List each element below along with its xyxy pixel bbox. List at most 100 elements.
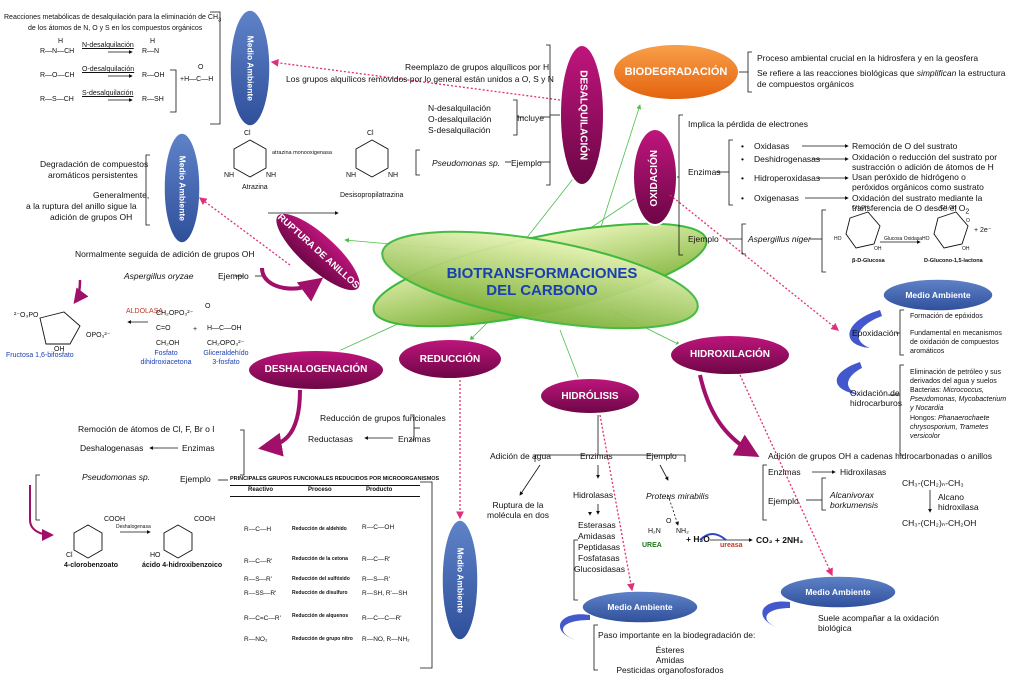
oxid-d4a: Oxidación del sustrato mediante la xyxy=(852,193,983,203)
hidrol-list-2: Peptidasas xyxy=(578,542,621,552)
molecule-shapes xyxy=(39,139,969,559)
hidrox-alc2: hidroxilasa xyxy=(938,502,979,512)
r1-product: R—N xyxy=(142,48,160,55)
hidrol-ruptura1: Ruptura de la xyxy=(492,500,544,510)
urea-products: CO₂ + 2NH₃ xyxy=(756,535,804,545)
table-row-6-reactivo: R—NO₂ xyxy=(244,636,268,643)
ma-hidrox-top[interactable]: Medio Ambiente xyxy=(905,290,971,300)
node-desalquilacion[interactable]: DESALQUILACIÓN xyxy=(577,70,589,161)
node-biodegradacion[interactable]: BIODEGRADACIÓN xyxy=(624,66,728,78)
table-row-3-producto: R—S—R' xyxy=(362,576,390,583)
table-row-5-producto: R—C—C—R' xyxy=(362,615,402,622)
formaldehyde: +H—C—H xyxy=(180,76,214,83)
table-row-2-producto: R—C—R' xyxy=(362,556,391,563)
hb-cooh: COOH xyxy=(194,516,215,523)
hidrol-agua: Adición de agua xyxy=(490,451,551,461)
ma-hidrolisis[interactable]: Medio Ambiente xyxy=(607,602,673,612)
ma-ruptura[interactable]: Medio Ambiente xyxy=(177,155,188,221)
table-row-4-producto: R—SH, R'—SH xyxy=(362,590,408,597)
oxid-enzimas: Enzimas xyxy=(688,167,721,177)
table-row-6-producto: R—NO, R—NH₂ xyxy=(362,636,410,643)
clb-name: 4-clorobenzoato xyxy=(64,562,119,569)
hidrol-list-0: Esterasas xyxy=(578,520,616,530)
node-hidroxilacion[interactable]: HIDROXILACIÓN xyxy=(690,349,770,360)
table-header-producto: Producto xyxy=(366,487,393,493)
hidrox-epox: Epoxidación xyxy=(852,328,899,338)
table-row-3-proceso: Reducción del sulfóxido xyxy=(292,576,350,582)
desiso-ring xyxy=(355,139,389,178)
ureasa-label: ureasa xyxy=(720,542,743,549)
node-oxidacion[interactable]: OXIDACIÓN xyxy=(648,149,660,207)
desalq-title2: de los átomos de N, O y S en los compues… xyxy=(28,25,203,32)
oxid-d4b: transferencia de O desde el O2 xyxy=(852,203,970,216)
ma-ruptura-shape xyxy=(163,132,201,244)
r2-reactant: R—O—CH xyxy=(40,72,75,79)
hidrox-ejemplo: Ejemplo xyxy=(768,496,799,506)
dhap-ch2oh: CH₂OH xyxy=(156,340,180,347)
desalq-ejemplo: Ejemplo xyxy=(511,158,542,168)
hidrox-h6: Hongos: Phanaerochaete xyxy=(910,415,990,422)
table-row-2-reactivo: R—C—R' xyxy=(244,558,273,565)
hidrol-paso: Paso importante en la biodegradación de: xyxy=(598,630,756,640)
ruptura-l5: adición de grupos OH xyxy=(50,212,133,222)
hidrox-oxh2: hidrocarburos xyxy=(850,398,902,408)
r1-label: N-desalquilación xyxy=(82,42,134,49)
urea-h2n: H₂N xyxy=(648,528,661,535)
ruptura-seguida: Normalmente seguida de adición de grupos… xyxy=(75,249,255,259)
hidrox-org1: Alcanivorax xyxy=(830,490,874,500)
hidrol-ejemplo: Ejemplo xyxy=(646,451,677,461)
hidrox-f1: CH₃-(CH₂)ₙ-CH₃ xyxy=(902,478,964,488)
oxid-e4: Oxigenasas xyxy=(754,193,799,203)
ma-reduccion[interactable]: Medio Ambiente xyxy=(455,547,466,613)
oxid-e2: Deshidrogenasas xyxy=(754,154,821,164)
hb-ring xyxy=(163,524,193,559)
desalq-reemplazo: Reemplazo de grupos alquílicos por H xyxy=(405,62,550,72)
fosfato-name1: Fosfato xyxy=(154,350,178,357)
oxid-bullet2: • xyxy=(741,154,744,164)
reduc-enzimas: Enzimas xyxy=(398,434,431,444)
oxid-d3b: peróxidos orgánicos como sustrato xyxy=(852,182,984,192)
glucosa-ring xyxy=(845,211,881,249)
biodeg-line2: Se refiere a las reacciones biológicas q… xyxy=(757,68,1006,78)
clb-cooh: COOH xyxy=(104,516,125,523)
hidrox-h2: derivados del agua y suelos xyxy=(910,378,997,385)
hidrox-suele2: biológica xyxy=(818,623,852,633)
node-hidrolisis[interactable]: HIDRÓLISIS xyxy=(561,391,619,402)
table-row-6-proceso: Reducción de grupo nitro xyxy=(292,636,353,642)
table-header-proceso: Proceso xyxy=(308,487,332,493)
hidrox-oxh1: Oxidación de xyxy=(850,388,900,398)
table-header-reactivo: Reactivo xyxy=(248,487,274,493)
deshal-org: Pseudomonas sp. xyxy=(82,472,151,482)
gap-choh: H—C—OH xyxy=(207,325,242,332)
hidrox-h8: versicolor xyxy=(910,433,940,440)
glucosa-oxidasa: Glucosa Oxidasa xyxy=(884,236,923,242)
node-reduccion[interactable]: REDUCCIÓN xyxy=(419,354,481,365)
fructosa-po3: ²⁻O₃PO xyxy=(14,312,39,319)
biodeg-line1: Proceso ambiental crucial en la hidrosfe… xyxy=(757,53,979,63)
oxid-e3: Hidroperoxidasas xyxy=(754,173,821,183)
ma-hidroxilacion[interactable]: Medio Ambiente xyxy=(805,587,871,597)
ma-desalq-shape xyxy=(229,9,271,127)
gap-ch2opo3: CH₂OPO₃²⁻ xyxy=(207,340,245,347)
table-row-3-reactivo: R—S—R' xyxy=(244,576,272,583)
oxid-ejemplo: Ejemplo xyxy=(688,234,719,244)
glucosa-oh: OH xyxy=(874,246,882,252)
reduc-l1: Reducción de grupos funcionales xyxy=(320,413,446,423)
node-reduccion-shape xyxy=(397,338,503,380)
hidrox-adicion: Adición de grupos OH a cadenas hidrocarb… xyxy=(768,451,992,461)
hidrox-alc1: Alcano xyxy=(938,492,964,502)
hb-ho: HO xyxy=(150,552,161,559)
table-row-5-proceso: Reducción de alquenos xyxy=(292,613,349,619)
dhap-ch2opo3: CH₂OPO₃²⁻ xyxy=(156,310,194,317)
desalq-grupos: Los grupos alquílicos removidos por lo g… xyxy=(286,74,554,84)
hidrox-ep1: Formación de epóxidos xyxy=(910,313,983,320)
desiso-name: Desisopropilatrazina xyxy=(340,192,404,199)
ma-desalq[interactable]: Medio Ambiente xyxy=(245,35,256,101)
ma-hidrolisis-shape xyxy=(581,590,699,624)
lactona-ho: HO xyxy=(922,236,930,242)
deshal-enz: Deshalogenasa xyxy=(116,524,151,530)
r1p-h: H xyxy=(150,38,156,45)
lactona-oh: OH xyxy=(962,246,970,252)
hidrox-ep2: Fundamental en mecanismos xyxy=(910,330,1002,337)
node-deshalogenacion[interactable]: DESHALOGENACIÓN xyxy=(264,364,368,375)
